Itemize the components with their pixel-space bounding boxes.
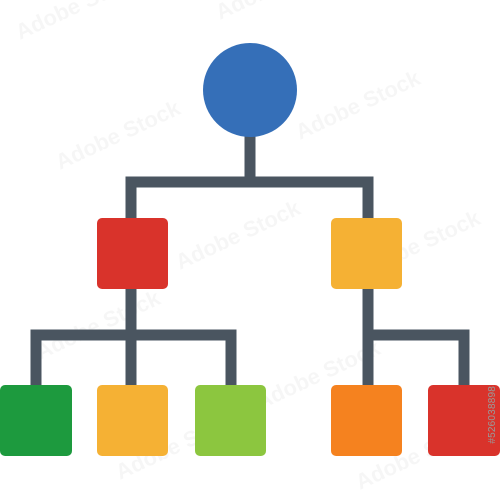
- leaf-node-3: [195, 385, 266, 456]
- svg-text:Adobe Stock: Adobe Stock: [172, 195, 305, 275]
- leaf-node-2: [97, 385, 168, 456]
- svg-text:Adobe Stock: Adobe Stock: [292, 65, 425, 145]
- level1-node-left: [97, 218, 168, 289]
- connectors: [30, 129, 470, 392]
- level1-node-right: [331, 218, 402, 289]
- leaf-node-1: [0, 385, 72, 456]
- stock-id-watermark: #526038898: [487, 386, 498, 444]
- root-node: [203, 43, 297, 137]
- svg-text:Adobe Stock: Adobe Stock: [32, 285, 165, 365]
- leaf-node-5: [428, 385, 500, 456]
- svg-text:Adobe Stock: Adobe Stock: [52, 95, 185, 175]
- svg-text:Adobe Stock: Adobe Stock: [12, 0, 145, 45]
- leaf-node-4: [331, 385, 402, 456]
- svg-text:Adobe Stock: Adobe Stock: [212, 0, 345, 25]
